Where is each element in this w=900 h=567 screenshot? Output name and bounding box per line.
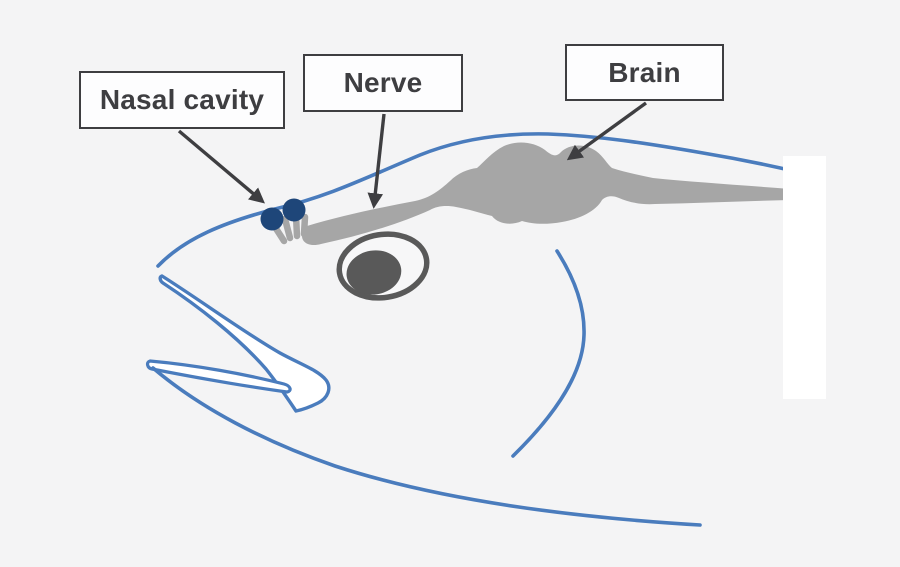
brain-label-text: Brain — [608, 56, 681, 88]
nerve-label-text: Nerve — [343, 67, 423, 98]
nasal-dot-left — [260, 207, 284, 231]
fish-lower-jaw — [145, 359, 292, 394]
nerve-label-box: Nerve — [303, 54, 463, 112]
fish-eye — [336, 231, 430, 301]
brain-label-box: Brain — [565, 44, 724, 101]
fish-back-outline — [156, 132, 800, 268]
rosette-finger — [300, 213, 309, 238]
white-patch — [783, 156, 826, 399]
brain-nerve-silhouette — [302, 142, 790, 246]
fish-belly-outline — [151, 366, 702, 527]
nasal-cavity-arrow — [177, 129, 265, 204]
nasal-dot-right — [282, 198, 306, 222]
rosette-finger — [281, 215, 294, 242]
eye-pupil — [346, 250, 402, 295]
fish-gill-curve — [511, 249, 586, 458]
fish-upper-jaw — [158, 274, 331, 413]
nasal-cavity-label-box: Nasal cavity — [79, 71, 285, 129]
nerve-arrow — [367, 113, 386, 209]
brain-arrow — [566, 101, 647, 161]
nasal-cavity-label-text: Nasal cavity — [99, 84, 265, 115]
